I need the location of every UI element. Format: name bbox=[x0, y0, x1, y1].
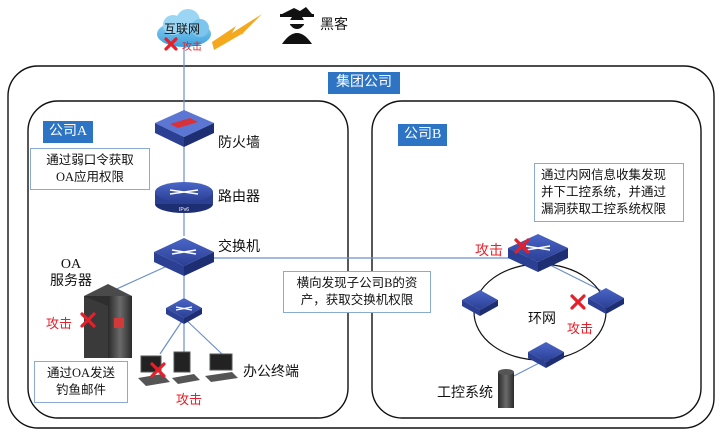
terminals-attack-label: 攻击 bbox=[176, 392, 203, 407]
group-border bbox=[7, 65, 715, 429]
company-a-border bbox=[27, 100, 349, 419]
switch-a-label: 交换机 bbox=[218, 240, 260, 255]
lightning-icon bbox=[212, 14, 262, 50]
ring-switch-right-icon bbox=[588, 288, 624, 314]
attack-x-icon bbox=[150, 362, 166, 378]
router-icon: IPv6 bbox=[155, 182, 213, 213]
ring-switch-bottom-icon bbox=[528, 342, 564, 368]
switch-b-icon bbox=[508, 234, 568, 272]
router-label: 路由器 bbox=[218, 190, 260, 205]
callout-phishing: 通过OA发送 钓鱼邮件 bbox=[34, 361, 128, 403]
hacker-icon bbox=[280, 7, 314, 44]
internet-label: 互联网 bbox=[164, 22, 201, 36]
attack-x-icon bbox=[570, 294, 586, 310]
oa-server-icon bbox=[84, 284, 132, 358]
callout-ics-compromise: 通过内网信息收集发现 并下工控系统，并通过 漏洞获取工控系统权限 bbox=[534, 163, 684, 222]
switch-a-icon bbox=[154, 238, 214, 276]
attack-markers bbox=[80, 37, 586, 378]
ics-device-icon bbox=[498, 369, 514, 408]
callout-oa-weak-password: 通过弱口令获取 OA应用权限 bbox=[30, 148, 150, 190]
office-terminals-icon bbox=[138, 351, 238, 386]
ics-label: 工控系统 bbox=[437, 386, 493, 401]
attack-x-icon bbox=[514, 238, 530, 254]
callout-lateral-movement: 横向发现子公司B的资 产，获取交换机权限 bbox=[283, 271, 431, 313]
oa-server-label: OA 服务器 bbox=[50, 257, 92, 289]
internet-attack-label: 攻击 bbox=[182, 42, 202, 53]
company-b-border bbox=[371, 100, 702, 419]
cloud-icon bbox=[157, 9, 211, 47]
attack-x-icon bbox=[164, 37, 178, 51]
switch-b-attack-label: 攻击 bbox=[475, 244, 503, 259]
attack-x-icon bbox=[80, 312, 96, 328]
hacker-label: 黑客 bbox=[320, 18, 348, 33]
oa-attack-label: 攻击 bbox=[46, 316, 73, 331]
firewall-label: 防火墙 bbox=[218, 136, 260, 151]
access-switch-icon bbox=[166, 298, 202, 324]
terminals-label: 办公终端 bbox=[243, 365, 299, 380]
firewall-icon bbox=[155, 110, 214, 147]
svg-text:IPv6: IPv6 bbox=[179, 207, 189, 213]
company-a-tag: 公司A bbox=[43, 121, 94, 143]
ring-label: 环网 bbox=[528, 312, 556, 327]
ring-attack-label: 攻击 bbox=[567, 321, 594, 336]
company-b-tag: 公司B bbox=[398, 124, 448, 146]
ring-switch-left-icon bbox=[462, 290, 498, 316]
group-title-tag: 集团公司 bbox=[328, 72, 400, 94]
